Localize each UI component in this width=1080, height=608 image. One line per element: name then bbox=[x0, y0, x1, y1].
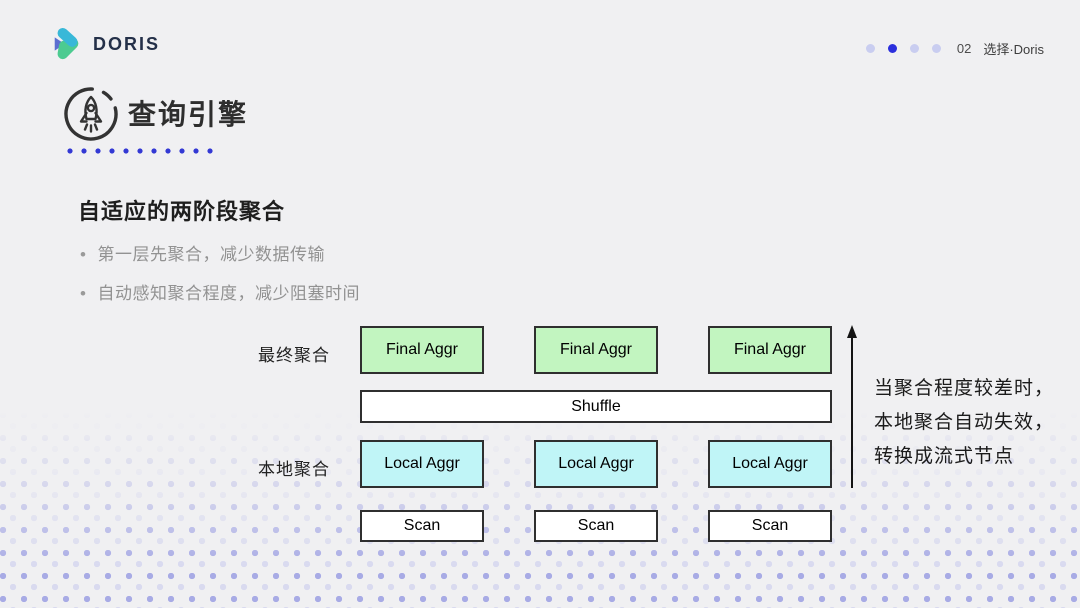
bullet-item: • 第一层先聚合，减少数据传输 bbox=[80, 245, 360, 265]
bullet-item: • 自动感知聚合程度，减少阻塞时间 bbox=[80, 284, 360, 304]
logo-text: DORIS bbox=[93, 33, 161, 54]
scan-box: Scan bbox=[708, 510, 832, 542]
bullet-text: 自动感知聚合程度，减少阻塞时间 bbox=[97, 284, 360, 303]
title-block: 查询引擎 bbox=[62, 82, 248, 144]
annotation-line: 转换成流式节点 bbox=[874, 446, 1015, 467]
slide-pagination: 02 选择·Doris bbox=[865, 39, 1044, 58]
dotted-divider bbox=[67, 148, 215, 154]
doris-logo: DORIS bbox=[50, 27, 160, 61]
bullet-marker: • bbox=[80, 284, 87, 303]
row-label-final-aggregation: 最终聚合 bbox=[258, 346, 330, 365]
local-aggr-box: Local Aggr bbox=[708, 440, 832, 488]
scan-box: Scan bbox=[534, 510, 658, 542]
row-label-local-aggregation: 本地聚合 bbox=[258, 460, 330, 479]
annotation-line: 本地聚合自动失效， bbox=[874, 412, 1055, 433]
up-arrow-icon bbox=[843, 324, 861, 490]
progress-dot bbox=[931, 44, 941, 53]
local-aggr-box: Local Aggr bbox=[360, 440, 484, 488]
doris-logo-icon bbox=[50, 27, 84, 61]
local-aggr-box: Local Aggr bbox=[534, 440, 658, 488]
final-aggr-box: Final Aggr bbox=[360, 326, 484, 374]
annotation-text: 当聚合程度较差时， 本地聚合自动失效， 转换成流式节点 bbox=[874, 372, 1054, 474]
bullet-list: • 第一层先聚合，减少数据传输 • 自动感知聚合程度，减少阻塞时间 bbox=[80, 245, 360, 323]
progress-dot-active bbox=[887, 44, 897, 53]
scan-box: Scan bbox=[360, 510, 484, 542]
final-aggr-box: Final Aggr bbox=[534, 326, 658, 374]
bullet-marker: • bbox=[80, 245, 87, 264]
progress-dot bbox=[909, 44, 919, 53]
annotation-line: 当聚合程度较差时， bbox=[874, 378, 1055, 399]
progress-dot bbox=[865, 44, 875, 53]
final-aggr-box: Final Aggr bbox=[708, 326, 832, 374]
rocket-icon bbox=[62, 82, 120, 144]
section-label: 选择·Doris bbox=[983, 42, 1044, 57]
section-heading: 自适应的两阶段聚合 bbox=[78, 199, 286, 224]
progress-dots bbox=[865, 44, 941, 53]
page-title: 查询引擎 bbox=[128, 99, 249, 130]
bullet-text: 第一层先聚合，减少数据传输 bbox=[97, 245, 325, 264]
page-number: 02 bbox=[956, 41, 972, 56]
shuffle-box: Shuffle bbox=[360, 390, 832, 423]
